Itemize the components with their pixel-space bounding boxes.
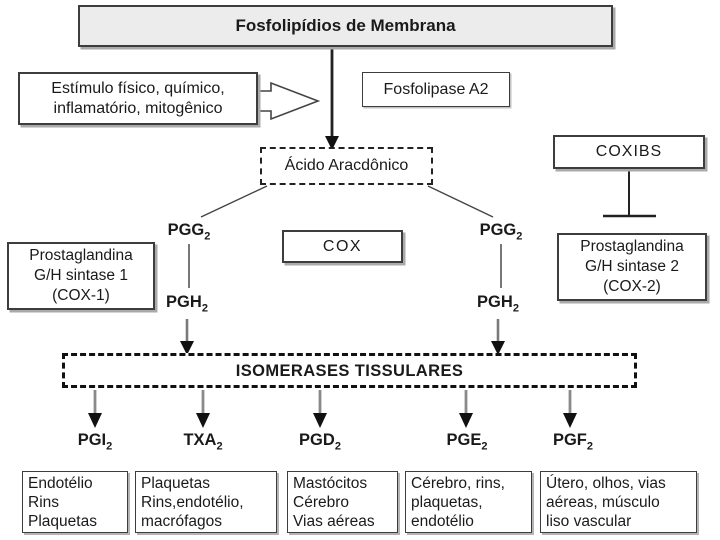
stimulus-box: Estímulo físico, químico, inflamatório, … [18, 72, 258, 125]
isomerases-box: ISOMERASES TISSULARES [62, 353, 637, 388]
tissue-line: Endotélio [28, 475, 93, 492]
membrane-to-aa-arrow [325, 47, 339, 150]
tissue-line: Cérebro [293, 494, 349, 511]
phospholipase-a2-label: Fosfolipase A2 [383, 80, 489, 98]
tissue-line: endotélio [411, 513, 474, 530]
pgg2-left-label: PGG2 [167, 221, 211, 243]
cox-label: COX [322, 237, 363, 255]
coxibs-box: COXIBS [553, 135, 705, 169]
tissue-box-pge2: Cérebro, rins, plaquetas, endotélio [405, 471, 532, 533]
coxibs-inhibition-bar [603, 170, 656, 218]
membrane-phospholipids-box: Fosfolipídios de Membrana [78, 5, 613, 47]
product-pgi2-label: PGI2 [77, 431, 113, 453]
isomerases-to-pgi2-arrow [88, 390, 102, 428]
block-arrow-icon [257, 81, 321, 121]
phospholipase-a2-box: Fosfolipase A2 [362, 72, 510, 107]
cox-box: COX [282, 230, 403, 263]
tissue-line: aéreas, músculo [546, 494, 660, 511]
tissue-line: plaquetas, [411, 494, 483, 511]
tissue-line: Rins [28, 494, 60, 511]
cox2-line-2: G/H sintase 2 [585, 258, 679, 275]
cox2-box: Prostaglandina G/H sintase 2 (COX-2) [557, 233, 707, 301]
tissue-box-txa2: Plaquetas Rins,endotélio, macrófagos [135, 471, 277, 533]
product-txa2-label: TXA2 [183, 431, 223, 453]
tissue-box-pgi2: Endotélio Rins Plaquetas [22, 471, 128, 533]
tissue-box-pgf2: Útero, olhos, vias aéreas, músculo liso … [540, 471, 697, 533]
pgh2-left-label: PGH2 [166, 293, 208, 315]
tissue-line: Útero, olhos, vias [546, 475, 666, 492]
isomerases-label: ISOMERASES TISSULARES [235, 361, 464, 380]
isomerases-to-txa2-arrow [196, 390, 210, 428]
pgh-right-to-isomerases-arrow [491, 319, 505, 355]
tissue-line: Plaquetas [28, 513, 97, 530]
pgh2-right-label: PGH2 [477, 293, 519, 315]
product-pge2-label: PGE2 [446, 431, 488, 453]
cox2-line-1: Prostaglandina [580, 238, 684, 255]
isomerases-to-pgf2-arrow [563, 390, 577, 428]
arachidonic-acid-label: Ácido Aracdônico [284, 157, 409, 174]
stimulus-line-2: inflamatório, mitogênico [53, 99, 223, 117]
aa-to-pgg-left-line [200, 185, 268, 218]
isomerases-to-pgd2-arrow [313, 390, 327, 428]
cox1-line-3: (COX-1) [52, 287, 110, 304]
cox1-line-2: G/H sintase 1 [34, 267, 128, 284]
cox1-box: Prostaglandina G/H sintase 1 (COX-1) [7, 242, 155, 310]
membrane-phospholipids-label: Fosfolipídios de Membrana [235, 16, 456, 35]
tissue-line: liso vascular [546, 513, 632, 530]
tissue-line: Mastócitos [293, 475, 368, 492]
cox1-line-1: Prostaglandina [29, 247, 133, 264]
product-pgd2-label: PGD2 [299, 431, 341, 453]
cox2-line-3: (COX-2) [603, 278, 661, 295]
arachidonic-acid-box: Ácido Aracdônico [260, 147, 433, 185]
pgh-left-to-isomerases-arrow [180, 319, 194, 355]
tissue-line: Rins,endotélio, [141, 494, 244, 511]
product-pgf2-label: PGF2 [552, 431, 594, 453]
tissue-box-pgd2: Mastócitos Cérebro Vias aéreas [287, 471, 398, 533]
tissue-line: Cérebro, rins, [411, 475, 505, 492]
tissue-line: macrófagos [141, 513, 222, 530]
tissue-line: Vias aéreas [293, 513, 375, 530]
stimulus-line-1: Estímulo físico, químico, [51, 79, 225, 97]
coxibs-label: COXIBS [595, 143, 663, 160]
isomerases-to-pge2-arrow [459, 390, 473, 428]
tissue-line: Plaquetas [141, 475, 210, 492]
aa-to-pgg-right-line [427, 185, 494, 218]
pgg2-right-label: PGG2 [479, 221, 523, 243]
